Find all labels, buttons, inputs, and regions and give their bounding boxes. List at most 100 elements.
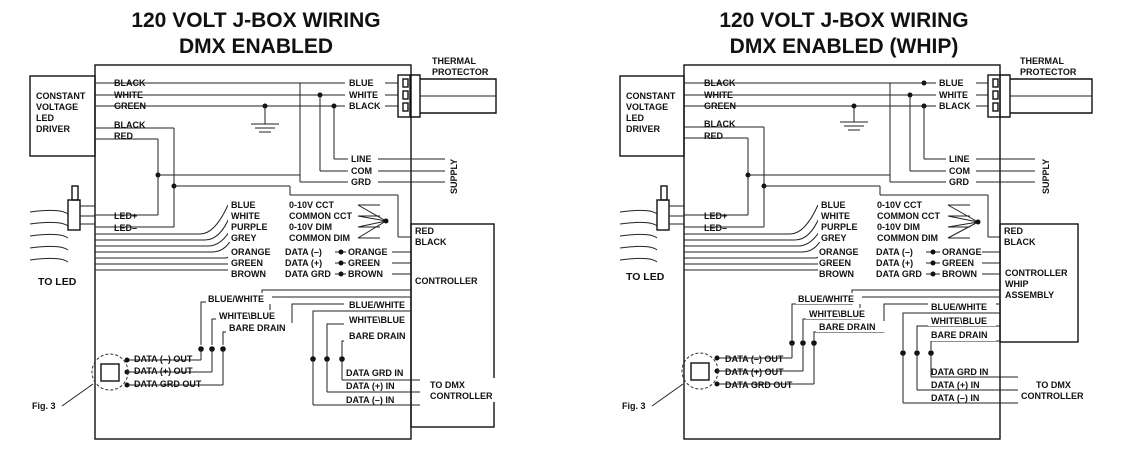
left-cct-purple: PURPLE	[231, 222, 268, 232]
left-drain-right-2: WHITE\BLUE	[349, 315, 405, 325]
left-led-driver-box	[29, 75, 96, 157]
left-wire-green: GREEN	[114, 101, 146, 111]
right-supply-com: COM	[949, 166, 970, 176]
right-ground-symbol	[840, 103, 868, 131]
left-supply-label: SUPPLY	[449, 159, 459, 194]
right-diagram: 120 VOLT J-BOX WIRING DMX ENABLED (WHIP)…	[619, 9, 1094, 440]
left-wire-black: BLACK	[114, 78, 146, 88]
left-title-line1: 120 VOLT J-BOX WIRING	[131, 9, 380, 32]
right-thermal-blue: BLUE	[939, 78, 964, 88]
left-cct-white: WHITE	[231, 211, 260, 221]
left-thermal-black: BLACK	[349, 101, 381, 111]
right-led-wire-black: BLACK	[704, 119, 736, 129]
right-title-line1: 120 VOLT J-BOX WIRING	[719, 9, 968, 32]
right-data-orange-func: DATA (–)	[876, 247, 913, 257]
right-thermal-white: WHITE	[939, 90, 968, 100]
right-data-green: GREEN	[819, 258, 851, 268]
right-data-out-minus: DATA (–) OUT	[725, 354, 784, 364]
right-data-in-minus: DATA (–) IN	[931, 393, 979, 403]
left-data-brown-func: DATA GRD	[285, 269, 331, 279]
left-cct-white-func: COMMON CCT	[289, 211, 352, 221]
left-data-green: GREEN	[231, 258, 263, 268]
right-thermal-label1: THERMAL	[1020, 56, 1064, 66]
left-controller-box	[410, 223, 495, 428]
right-supply-grd: GRD	[949, 177, 970, 187]
right-red-label: RED	[1004, 226, 1024, 236]
right-drain-right-1: BLUE/WHITE	[931, 302, 987, 312]
right-cct-grey: GREY	[821, 233, 847, 243]
left-data-orange-func: DATA (–)	[285, 247, 322, 257]
left-thermal-protector: THERMAL PROTECTOR	[397, 56, 497, 118]
right-data-brown: BROWN	[819, 269, 854, 279]
left-cct-blue: BLUE	[231, 200, 256, 210]
left-led-plus: LED+	[114, 211, 137, 221]
left-red-label: RED	[415, 226, 435, 236]
right-thermal-protector: THERMAL PROTECTOR	[987, 56, 1093, 118]
left-title-line2: DMX ENABLED	[179, 35, 333, 58]
left-data-brown-out: BROWN	[348, 269, 383, 279]
right-wire-white: WHITE	[704, 90, 733, 100]
right-thermal-black: BLACK	[939, 101, 971, 111]
right-led-wire-red: RED	[704, 131, 724, 141]
right-data-brown-func: DATA GRD	[876, 269, 922, 279]
right-cct-white-func: COMMON CCT	[877, 211, 940, 221]
left-drain-right-3: BARE DRAIN	[349, 331, 406, 341]
left-led-wire-black: BLACK	[114, 120, 146, 130]
right-title-line2: DMX ENABLED (WHIP)	[730, 35, 959, 58]
left-driver-line2: VOLTAGE	[36, 102, 78, 112]
left-data-green-out: GREEN	[348, 258, 380, 268]
left-drain-left-2: WHITE\BLUE	[219, 311, 275, 321]
left-cct-blue-func: 0-10V CCT	[289, 200, 335, 210]
left-data-in-grd: DATA GRD IN	[346, 368, 403, 378]
right-led-driver-box	[619, 75, 685, 157]
left-thermal-white: WHITE	[349, 90, 378, 100]
left-driver-line4: DRIVER	[36, 124, 71, 134]
right-driver-line1: CONSTANT	[626, 91, 676, 101]
left-led-cable	[29, 185, 95, 263]
left-wire-white: WHITE	[114, 90, 143, 100]
right-led-minus: LED–	[704, 223, 727, 233]
left-thermal-blue: BLUE	[349, 78, 374, 88]
right-cct-grey-func: COMMON DIM	[877, 233, 938, 243]
right-supply-line: LINE	[949, 154, 970, 164]
right-data-green-out: GREEN	[942, 258, 974, 268]
right-cct-purple: PURPLE	[821, 222, 858, 232]
left-to-led-label: TO LED	[38, 276, 77, 288]
left-diagram: 120 VOLT J-BOX WIRING DMX ENABLED CONSTA…	[29, 9, 498, 440]
right-cct-purple-func: 0-10V DIM	[877, 222, 920, 232]
right-cct-white: WHITE	[821, 211, 850, 221]
right-cct-blue: BLUE	[821, 200, 846, 210]
right-drain-right-2: WHITE\BLUE	[931, 316, 987, 326]
left-data-in-minus: DATA (–) IN	[346, 395, 394, 405]
right-controller-label3: ASSEMBLY	[1005, 290, 1054, 300]
right-data-out-grd: DATA GRD OUT	[725, 380, 793, 390]
left-cct-purple-func: 0-10V DIM	[289, 222, 332, 232]
right-dmx-connector	[681, 352, 719, 390]
right-data-in-grd: DATA GRD IN	[931, 367, 988, 377]
left-drain-left-3: BARE DRAIN	[229, 323, 286, 333]
left-supply-line: LINE	[351, 154, 372, 164]
left-thermal-label1: THERMAL	[432, 56, 476, 66]
right-fig-label: Fig. 3	[622, 401, 646, 411]
left-data-out-grd: DATA GRD OUT	[134, 379, 202, 389]
left-led-minus: LED–	[114, 223, 137, 233]
right-to-dmx-2: CONTROLLER	[1021, 391, 1084, 401]
left-to-dmx-2: CONTROLLER	[430, 391, 493, 401]
left-supply-com: COM	[351, 166, 372, 176]
left-data-out-minus: DATA (–) OUT	[134, 354, 193, 364]
right-driver-line4: DRIVER	[626, 124, 661, 134]
right-led-plus: LED+	[704, 211, 727, 221]
right-drain-left-2: WHITE\BLUE	[809, 309, 865, 319]
right-drain-left-3: BARE DRAIN	[819, 322, 876, 332]
right-controller-label1: CONTROLLER	[1005, 268, 1068, 278]
right-led-cable	[619, 185, 684, 263]
left-data-orange: ORANGE	[231, 247, 271, 257]
right-drain-left-1: BLUE/WHITE	[798, 294, 854, 304]
right-to-dmx-1: TO DMX	[1036, 380, 1071, 390]
right-data-orange: ORANGE	[819, 247, 859, 257]
right-wire-black: BLACK	[704, 78, 736, 88]
left-data-in-plus: DATA (+) IN	[346, 381, 395, 391]
right-data-brown-out: BROWN	[942, 269, 977, 279]
left-fig-label: Fig. 3	[32, 401, 56, 411]
right-to-led-label: TO LED	[626, 271, 665, 283]
